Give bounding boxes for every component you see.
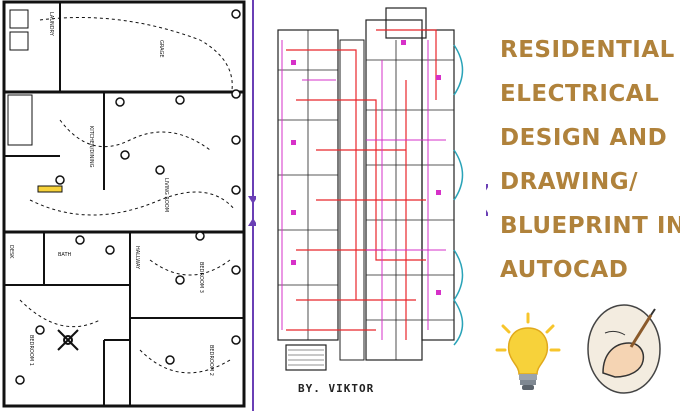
room-label: LAUNDRY <box>48 12 54 37</box>
title-line: BLUEPRINT IN <box>500 213 680 239</box>
lightbulb-icon <box>495 312 561 390</box>
apartment-electrical-blueprint <box>256 0 486 411</box>
title-line: ELECTRICAL <box>500 81 660 107</box>
service-title: RESIDENTIAL ELECTRICAL DESIGN AND DRAWIN… <box>500 28 680 292</box>
room-label: BEDROOM 3 <box>198 262 204 293</box>
title-line: AUTOCAD <box>500 257 629 283</box>
arrow-down-icon <box>248 196 258 204</box>
author-byline: BY. VIKTOR <box>298 382 375 395</box>
room-label: GRAGE <box>158 40 164 58</box>
room-label: BEDROOM 1 <box>28 335 34 366</box>
floor-plan-drawing: LAUNDRY GRAGE KITCHEN/DINING LIVING ROOM… <box>2 0 246 408</box>
room-label: KITCHEN/DINING <box>88 126 94 168</box>
residential-floor-plan: LAUNDRY GRAGE KITCHEN/DINING LIVING ROOM… <box>0 0 250 411</box>
blueprint-drawing <box>277 7 464 371</box>
title-line: DRAWING/ <box>500 169 639 195</box>
arrow-up-icon <box>248 218 258 226</box>
room-label: BATH <box>58 252 72 258</box>
title-line: DESIGN AND <box>500 125 668 151</box>
hand-drawing-icon <box>587 304 661 394</box>
room-label: HALLWAY <box>134 246 140 270</box>
room-label: LIVING ROOM <box>163 178 169 212</box>
room-label: DESK <box>8 245 14 259</box>
title-line: RESIDENTIAL <box>500 37 675 63</box>
divider-left <box>252 0 254 411</box>
room-label: BEDROOM 2 <box>208 345 214 376</box>
